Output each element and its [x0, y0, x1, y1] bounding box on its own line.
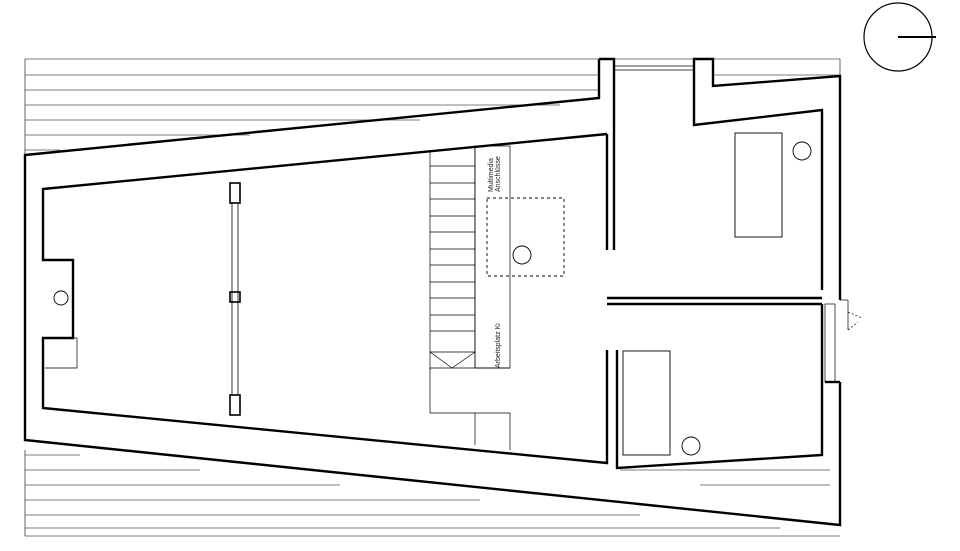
partition-columns [229, 182, 241, 416]
north-arrow-icon [863, 2, 936, 72]
skylight-outline [486, 197, 565, 277]
staircase [429, 148, 510, 370]
exterior-walls [23, 57, 842, 527]
partition-line [231, 203, 239, 395]
right-door [824, 299, 863, 383]
label-workspace: Arbeitsplatz Ki [495, 323, 502, 368]
label-multimedia: Multimedia [488, 158, 495, 192]
stair-landing [429, 368, 511, 450]
left-niche [45, 337, 78, 369]
label-anschluesse: Anschlüsse [495, 156, 502, 192]
roof-planks-top [24, 58, 841, 155]
roof-planks-bottom [24, 450, 840, 537]
bed-bottom-room [622, 350, 671, 456]
workspace-counter [474, 145, 511, 369]
bed-top-room [734, 132, 783, 238]
lamp-center [512, 245, 532, 265]
lamp-room-top [792, 141, 812, 161]
lamp-room-bottom [681, 436, 701, 456]
lamp-left [53, 290, 69, 306]
beds [622, 132, 783, 456]
top-window [614, 65, 694, 71]
ceiling-lamps [53, 141, 812, 456]
